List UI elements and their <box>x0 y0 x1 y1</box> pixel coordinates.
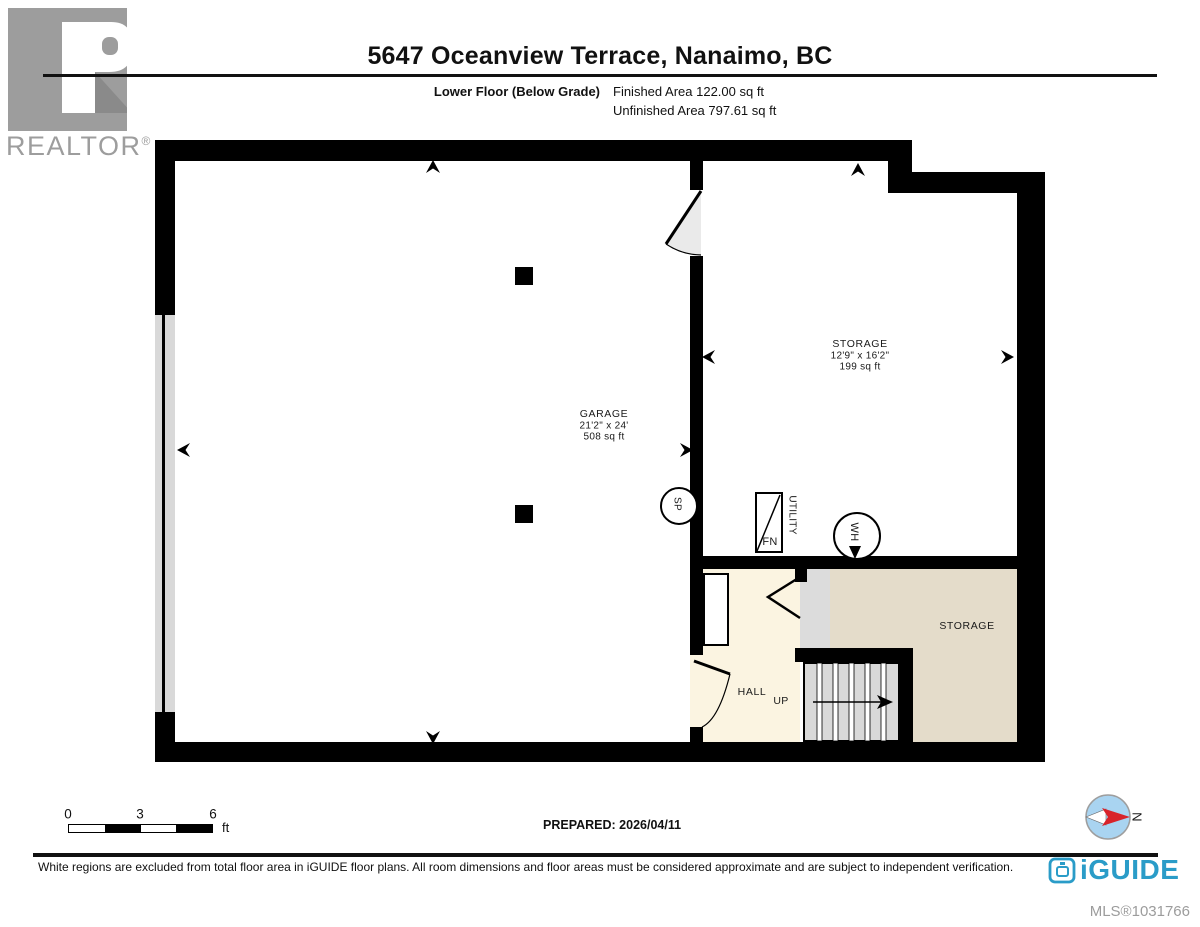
wall-mid-seg2 <box>690 256 703 655</box>
utility-label: UTILITY <box>786 495 798 535</box>
hall-name: HALL <box>737 686 767 698</box>
realtor-wordmark: REALTOR® <box>6 131 152 161</box>
realtor-logo <box>8 8 127 131</box>
storage-lower-floor-right <box>913 648 1017 742</box>
up-label: UP <box>773 695 789 707</box>
furnace-label: FN <box>762 536 778 548</box>
iguide-logo: iGUIDE <box>1048 854 1179 886</box>
compass-icon <box>1085 794 1131 840</box>
sump-label: SP <box>671 497 683 511</box>
garage-door-line <box>162 315 165 712</box>
scale-tick-3: 3 <box>136 806 144 822</box>
scale-unit: ft <box>222 820 230 835</box>
wall-stairs-top <box>795 648 913 662</box>
storage-upper-dims: 12'9" x 16'2" <box>830 350 890 362</box>
garage-door <box>155 315 175 712</box>
wall-mid-seg3 <box>690 727 703 742</box>
prepared-date: PREPARED: 2026/04/11 <box>543 818 682 832</box>
sump-circle <box>660 487 698 525</box>
storage-upper-area: 199 sq ft <box>839 361 881 373</box>
wall-stairs-right <box>900 648 913 742</box>
registered-mark: ® <box>141 134 152 148</box>
unfinished-area: Unfinished Area 797.61 sq ft <box>613 103 777 118</box>
finished-area: Finished Area 122.00 sq ft <box>613 84 765 99</box>
iguide-icon <box>1048 857 1076 884</box>
garage-dims: 21'2" x 24' <box>579 420 629 432</box>
wall-right <box>1017 172 1045 762</box>
garage-name: GARAGE <box>579 408 629 420</box>
disclaimer-text: White regions are excluded from total fl… <box>38 860 1014 874</box>
wall-top-right <box>888 172 1045 193</box>
storage-lower-name: STORAGE <box>939 620 995 632</box>
scale-tick-6: 6 <box>209 806 217 822</box>
iguide-wordmark: iGUIDE <box>1080 854 1180 885</box>
mls-number: MLS®1031766 <box>1089 903 1190 920</box>
wall-bottom <box>155 742 1045 762</box>
wall-mid-seg1 <box>690 158 703 190</box>
page-title: 5647 Oceanview Terrace, Nanaimo, BC <box>367 42 833 70</box>
scale-tick-0: 0 <box>64 806 72 822</box>
floor-label: Lower Floor (Below Grade) <box>433 84 600 99</box>
wall-left-upper <box>155 140 175 315</box>
door-swing-area <box>800 569 830 648</box>
storage-door-leaf <box>664 190 703 245</box>
storage-door-swing <box>666 191 701 255</box>
post-upper <box>515 267 533 285</box>
wall-hall-top <box>703 556 1017 569</box>
post-lower <box>515 505 533 523</box>
wall-top <box>155 140 912 161</box>
storage-lower-floor-upper <box>800 569 1017 648</box>
water-heater-label: WH <box>848 522 860 542</box>
compass-north-label: N <box>1129 812 1145 822</box>
wall-hall-stub <box>795 569 807 582</box>
hall-closet <box>703 573 729 646</box>
header-rule <box>43 74 1157 77</box>
storage-door-arc <box>665 243 702 256</box>
garage-area: 508 sq ft <box>583 431 625 443</box>
scale-bar <box>68 824 213 833</box>
storage-upper-name: STORAGE <box>832 338 888 350</box>
staircase <box>803 662 900 742</box>
footer-divider <box>33 853 1158 857</box>
